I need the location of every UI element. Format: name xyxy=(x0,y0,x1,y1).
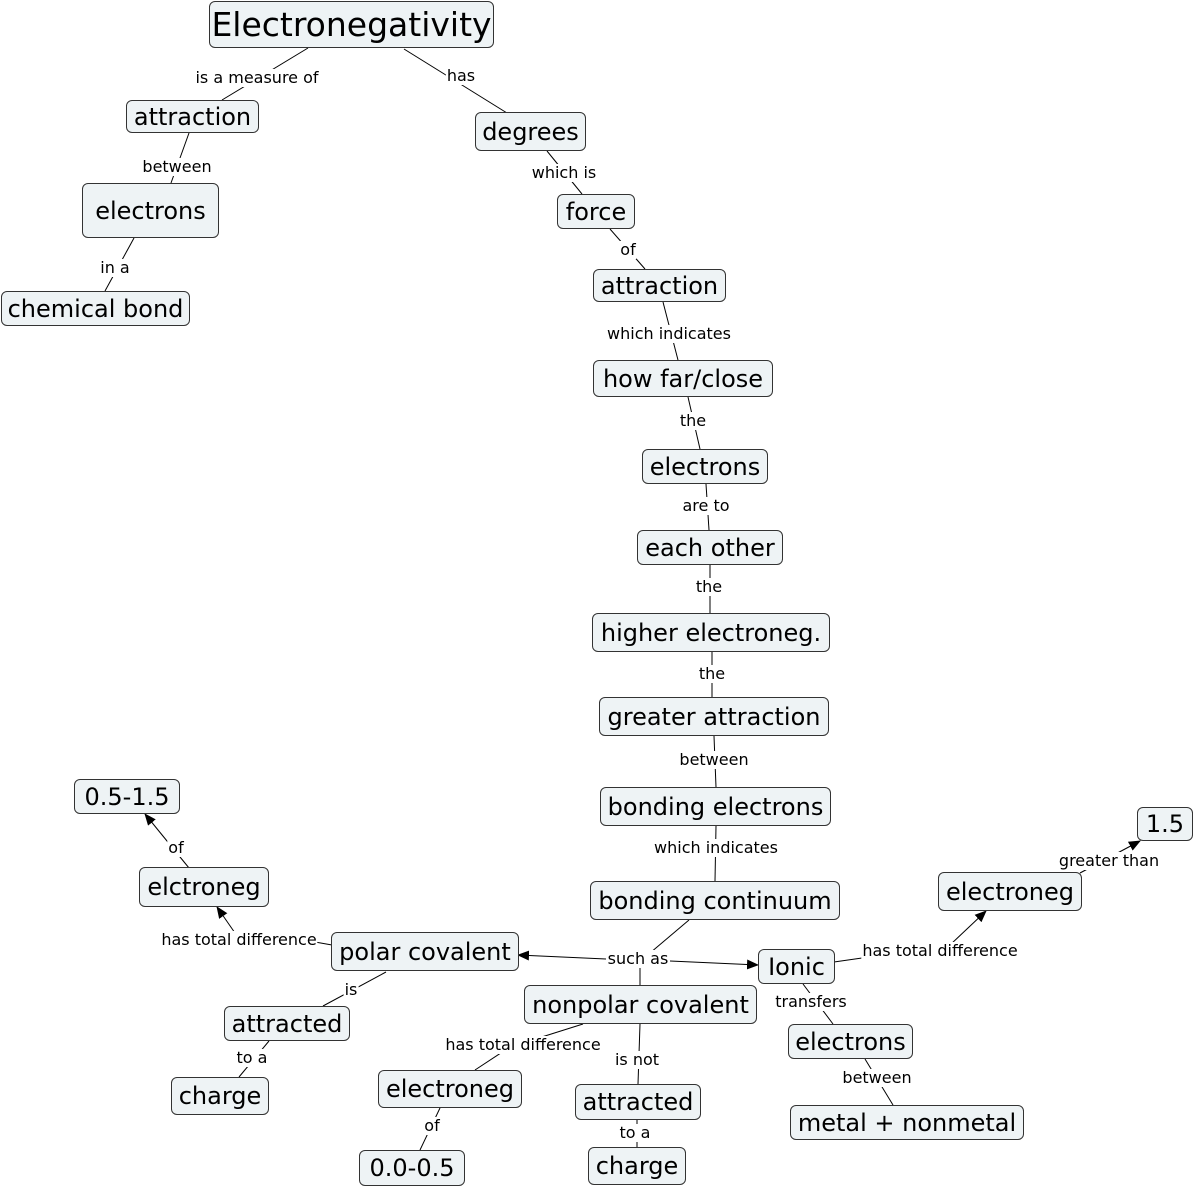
link-between-1: between xyxy=(141,157,213,176)
concept-force[interactable]: force xyxy=(557,194,635,229)
concept-polar-covalent[interactable]: polar covalent xyxy=(331,932,519,971)
link-has-total-difference-2: has total difference xyxy=(444,1035,602,1054)
concept-each-other[interactable]: each other xyxy=(637,530,783,565)
concept-elctroneg[interactable]: elctroneg xyxy=(139,867,269,907)
link-between-2: between xyxy=(678,750,750,769)
concept-ionic[interactable]: Ionic xyxy=(758,949,835,984)
concept-greater-attraction[interactable]: greater attraction xyxy=(599,697,829,736)
concept-attraction[interactable]: attraction xyxy=(126,100,259,133)
concept-range-00-05[interactable]: 0.0-0.5 xyxy=(359,1150,465,1186)
link-is-a-measure-of: is a measure of xyxy=(194,68,320,87)
concept-attracted-2[interactable]: attracted xyxy=(575,1084,701,1120)
link-to-a-1: to a xyxy=(235,1048,269,1067)
link-to-a-2: to a xyxy=(618,1123,652,1142)
line-ionic-htd xyxy=(833,957,863,963)
link-in-a: in a xyxy=(99,258,131,277)
concept-higher-electroneg[interactable]: higher electroneg. xyxy=(592,613,830,652)
link-which-indicates-1: which indicates xyxy=(606,324,732,343)
concept-degrees[interactable]: degrees xyxy=(475,112,586,151)
concept-metal-nonmetal[interactable]: metal + nonmetal xyxy=(790,1105,1024,1140)
concept-electrons[interactable]: electrons xyxy=(82,183,219,238)
concept-bonding-continuum[interactable]: bonding continuum xyxy=(590,881,840,920)
concept-charge-2[interactable]: charge xyxy=(588,1147,686,1185)
concept-attracted[interactable]: attracted xyxy=(224,1006,350,1041)
line-continuum-suchas xyxy=(649,919,690,954)
arrow-polar-covalent xyxy=(517,950,607,961)
link-which-indicates-2: which indicates xyxy=(653,838,779,857)
link-between-3: between xyxy=(841,1068,913,1087)
concept-electronegativity[interactable]: Electronegativity xyxy=(209,1,494,48)
link-has-total-difference-1: has total difference xyxy=(160,930,318,949)
arrow-ionic xyxy=(669,959,759,970)
arrow-range-05-15 xyxy=(144,813,190,869)
link-transfers: transfers xyxy=(774,992,848,1011)
link-the-3: the xyxy=(697,664,727,683)
concept-nonpolar-covalent[interactable]: nonpolar covalent xyxy=(524,985,757,1024)
link-which-is: which is xyxy=(530,163,598,182)
link-the-2: the xyxy=(694,577,724,596)
concept-range-05-15[interactable]: 0.5-1.5 xyxy=(74,779,180,814)
concept-value-15[interactable]: 1.5 xyxy=(1137,807,1193,841)
concept-electroneg[interactable]: electroneg xyxy=(378,1070,522,1108)
link-the-1: the xyxy=(678,411,708,430)
link-such-as: such as xyxy=(606,949,670,968)
link-is: is xyxy=(343,980,359,999)
link-of-3: of xyxy=(423,1116,441,1135)
concept-bonding-electrons[interactable]: bonding electrons xyxy=(600,787,831,826)
link-has-total-difference-3: has total difference xyxy=(861,941,1019,960)
arrow-elctroneg xyxy=(216,906,236,934)
concept-how-far-close[interactable]: how far/close xyxy=(593,360,773,397)
concept-attraction-2[interactable]: attraction xyxy=(593,269,726,302)
concept-electroneg-2[interactable]: electroneg xyxy=(938,872,1082,911)
link-of-2: of xyxy=(167,838,185,857)
concept-electrons-3[interactable]: electrons xyxy=(788,1024,913,1059)
arrow-electroneg-2 xyxy=(949,910,987,946)
link-are-to: are to xyxy=(681,496,731,515)
link-greater-than: greater than xyxy=(1057,851,1161,870)
link-has: has xyxy=(445,66,477,85)
concept-chemical-bond[interactable]: chemical bond xyxy=(1,291,190,326)
link-of-1: of xyxy=(619,240,637,259)
concept-charge[interactable]: charge xyxy=(171,1077,269,1115)
line-polar-htd xyxy=(314,941,333,946)
link-is-not: is not xyxy=(613,1050,661,1069)
concept-electrons-2[interactable]: electrons xyxy=(642,449,768,484)
